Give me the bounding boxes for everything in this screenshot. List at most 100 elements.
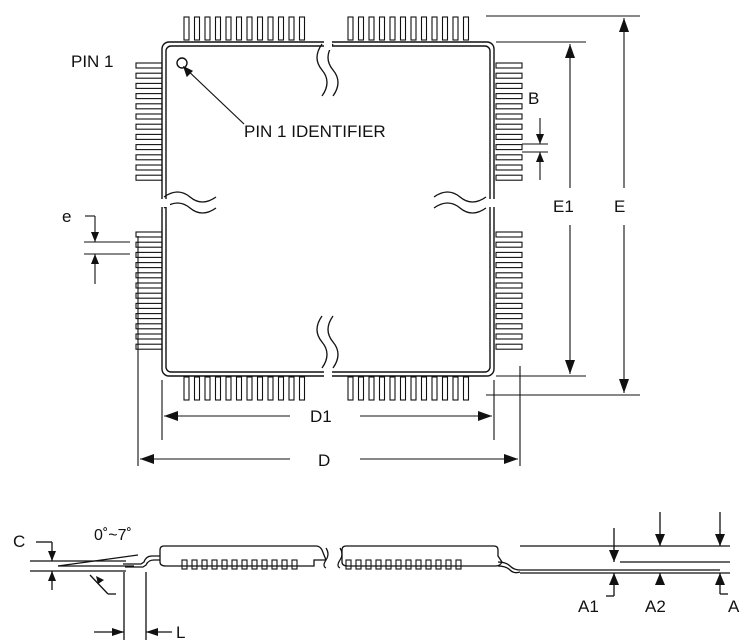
pin-lead (135, 144, 163, 151)
pin-lead (495, 154, 523, 161)
pin-lead (298, 376, 306, 401)
pin-lead (135, 343, 163, 350)
pin-lead (235, 376, 243, 401)
label-L: L (176, 623, 185, 642)
pin-lead (246, 376, 253, 401)
pin-lead (399, 376, 407, 401)
pin-lead (135, 93, 163, 100)
pin-lead (288, 16, 295, 41)
pin-lead (277, 16, 285, 41)
pin-lead (405, 559, 412, 570)
pins-left-upper (135, 62, 163, 181)
pin-lead (495, 292, 523, 299)
pin-lead (495, 123, 523, 130)
pin-lead (261, 559, 268, 570)
label-B: B (528, 89, 539, 108)
pin-lead (378, 16, 386, 41)
pin-lead (135, 133, 163, 140)
pin-lead (441, 16, 449, 41)
pin-lead (135, 262, 163, 269)
pin-lead (455, 559, 462, 570)
pin-lead (135, 103, 163, 110)
pin-lead (389, 376, 396, 401)
pin-lead (211, 559, 218, 570)
side-pins-left (181, 559, 298, 570)
pins-bottom-right (347, 376, 470, 401)
pin-lead (135, 323, 163, 330)
label-A2: A2 (645, 597, 666, 616)
pins-left-lower (135, 231, 163, 350)
pin-lead (135, 251, 163, 258)
pin-lead (495, 262, 523, 269)
pin-lead (495, 144, 523, 151)
pin-lead (347, 376, 354, 401)
pin-lead (357, 16, 365, 41)
pin-lead (135, 241, 163, 248)
pin-lead (495, 174, 523, 181)
pin-lead (135, 333, 163, 340)
pin-lead (415, 559, 422, 570)
pin-lead (355, 559, 362, 570)
pin-lead (193, 16, 201, 41)
label-A1: A1 (578, 597, 599, 616)
pin-lead (241, 559, 248, 570)
pin-lead (135, 174, 163, 181)
label-D: D (318, 451, 330, 470)
pin-lead (420, 376, 428, 401)
pin-lead (431, 16, 438, 41)
pin-lead (495, 302, 523, 309)
pin-lead (201, 559, 208, 570)
pin-lead (385, 559, 392, 570)
pin-lead (495, 82, 523, 89)
pin-lead (495, 333, 523, 340)
pins-right-upper (495, 62, 523, 181)
pin-lead (347, 16, 354, 41)
pin-lead (251, 559, 258, 570)
pins-top-right (347, 16, 470, 41)
label-A: A (728, 597, 740, 616)
pin-lead (267, 16, 274, 41)
pin-lead (135, 123, 163, 130)
pin-lead (441, 376, 449, 401)
label-angle: 0˚~7˚ (94, 527, 132, 544)
label-e: e (62, 207, 71, 226)
label-E1: E1 (553, 197, 574, 216)
pin-lead (378, 376, 386, 401)
pin-lead (135, 292, 163, 299)
pin-lead (231, 559, 238, 570)
pin-lead (256, 376, 264, 401)
pin-lead (368, 376, 375, 401)
pin-lead (399, 16, 407, 41)
pin-lead (445, 559, 452, 570)
pin-lead (495, 241, 523, 248)
pin-lead (462, 376, 470, 401)
pin-lead (135, 154, 163, 161)
pin-lead (452, 376, 459, 401)
pin-lead (345, 559, 352, 570)
pin-lead (425, 559, 432, 570)
pin-lead (135, 72, 163, 79)
side-view (30, 512, 730, 640)
pin-lead (225, 16, 232, 41)
pin-lead (235, 16, 243, 41)
pin-lead (267, 376, 274, 401)
pin-lead (277, 376, 285, 401)
pin-lead (298, 16, 306, 41)
pin-lead (135, 62, 163, 69)
pin-lead (435, 559, 442, 570)
pin-lead (495, 93, 523, 100)
pin-lead (410, 376, 417, 401)
pin-lead (225, 376, 232, 401)
pin-lead (410, 16, 417, 41)
pin-lead (288, 376, 295, 401)
pin-lead (135, 82, 163, 89)
pin-lead (495, 282, 523, 289)
pin-lead (181, 559, 188, 570)
pin-lead (204, 16, 211, 41)
pin-lead (395, 559, 402, 570)
pin-lead (191, 559, 198, 570)
break-marks (163, 43, 487, 369)
pin-lead (368, 16, 375, 41)
pin-lead (431, 376, 438, 401)
